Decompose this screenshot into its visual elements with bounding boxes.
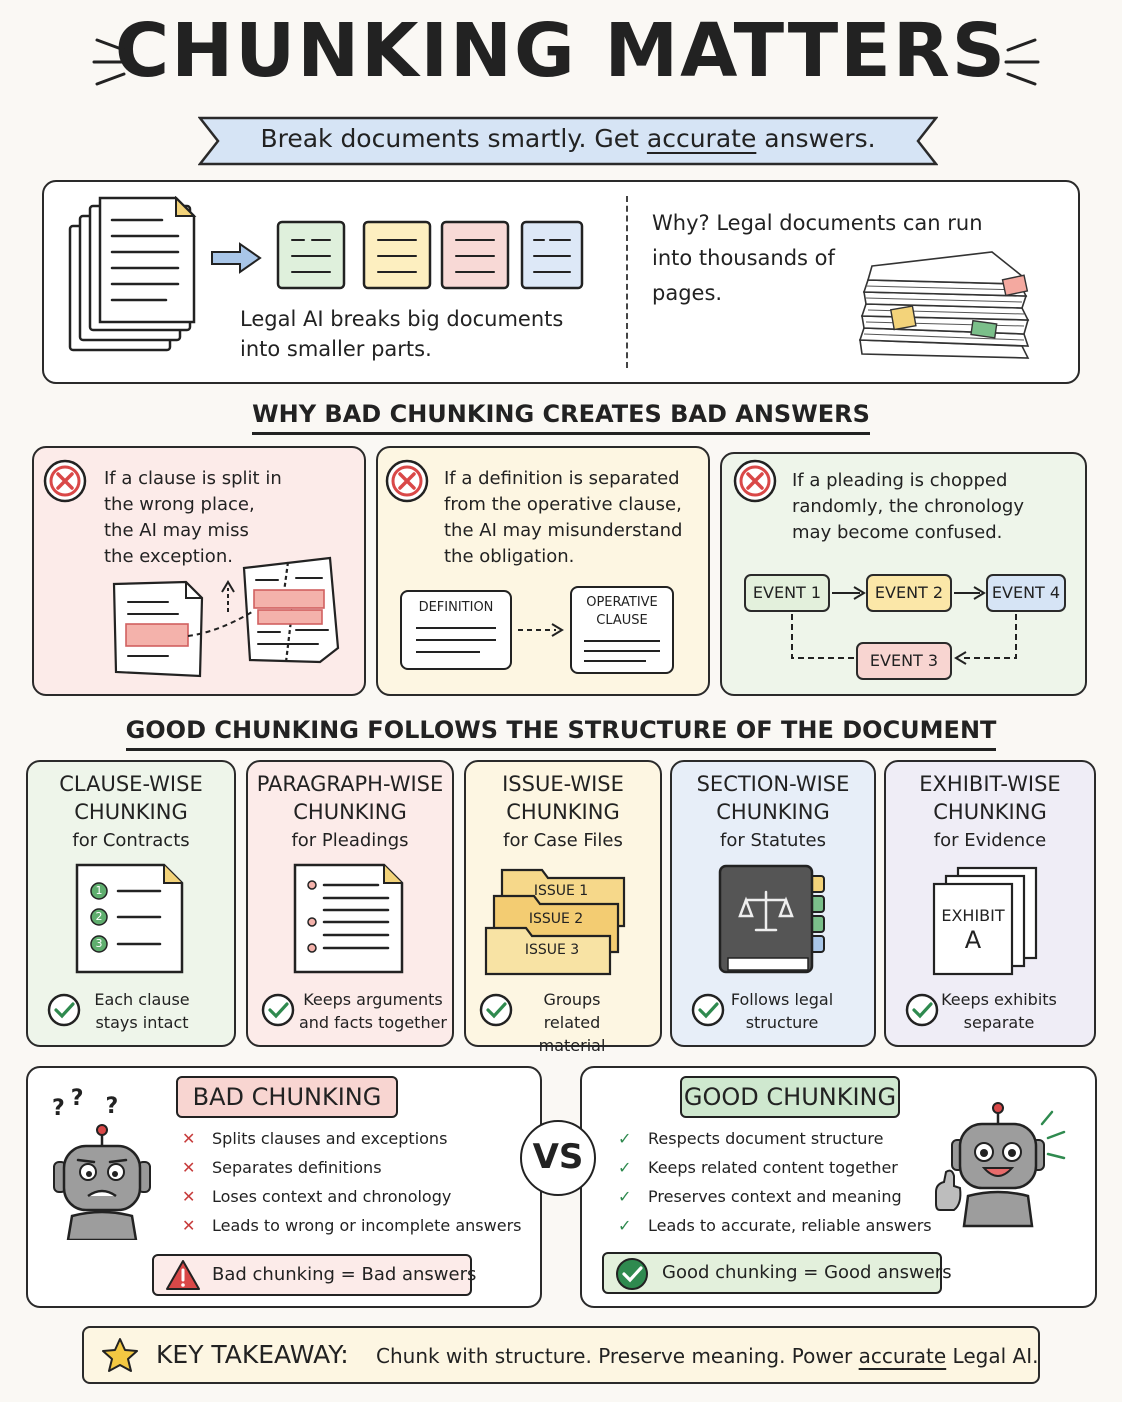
good-item: ✓Preserves context and meaning bbox=[618, 1187, 902, 1206]
vs-badge: VS bbox=[520, 1120, 596, 1196]
check-circle-icon bbox=[261, 993, 295, 1027]
event-3: EVENT 3 bbox=[856, 642, 952, 680]
bad-item: ✕Splits clauses and exceptions bbox=[182, 1129, 448, 1148]
document-stack-icon bbox=[68, 196, 197, 352]
numbered-list-document-icon bbox=[75, 863, 184, 974]
intro-divider bbox=[626, 196, 628, 368]
event-4: EVENT 4 bbox=[986, 574, 1066, 612]
good-item: ✓Keeps related content together bbox=[618, 1158, 898, 1177]
page-title: CHUNKING MATTERS bbox=[114, 8, 1008, 94]
bad-item: ✕Loses context and chronology bbox=[182, 1187, 452, 1206]
good-section-heading: GOOD CHUNKING FOLLOWS THE STRUCTURE OF T… bbox=[0, 716, 1122, 751]
good-card-issue-sub: for Case Files bbox=[503, 830, 623, 851]
bad-item: ✕Separates definitions bbox=[182, 1158, 382, 1177]
bad-chunking-label: BAD CHUNKING bbox=[176, 1076, 398, 1118]
good-card-paragraph-sub: for Pleadings bbox=[291, 830, 409, 851]
check-circle-icon bbox=[691, 993, 725, 1027]
good-item: ✓Leads to accurate, reliable answers bbox=[618, 1216, 932, 1235]
paper-pile-icon bbox=[858, 251, 1030, 359]
split-document-icon bbox=[112, 556, 340, 678]
confused-robot-icon bbox=[53, 1124, 151, 1240]
good-card-clause-sub: for Contracts bbox=[72, 830, 190, 851]
timeline-arrows bbox=[791, 586, 1017, 665]
question-marks: ??? bbox=[52, 1086, 119, 1121]
error-x-icon bbox=[733, 459, 777, 503]
check-circle-icon bbox=[905, 993, 939, 1027]
folder-issue-2: ISSUE 2 bbox=[528, 911, 584, 927]
good-card-section-sub: for Statutes bbox=[720, 830, 826, 851]
check-circle-icon bbox=[479, 993, 513, 1027]
definition-box: DEFINITION bbox=[400, 590, 512, 670]
good-card-exhibit-sub: for Evidence bbox=[933, 830, 1047, 851]
event-2: EVENT 2 bbox=[866, 574, 952, 612]
event-1: EVENT 1 bbox=[744, 574, 830, 612]
star-icon bbox=[102, 1338, 138, 1372]
error-x-icon bbox=[43, 459, 87, 503]
good-summary-text: Good chunking = Good answers bbox=[662, 1262, 952, 1283]
bad-summary-text: Bad chunking = Bad answers bbox=[212, 1264, 477, 1285]
bad-item: ✕Leads to wrong or incomplete answers bbox=[182, 1216, 522, 1235]
folders-icon bbox=[484, 868, 626, 976]
good-chunking-list: ✓Respects document structure ✓Keeps rela… bbox=[618, 1124, 932, 1240]
good-summary bbox=[602, 1252, 942, 1294]
folder-issue-1: ISSUE 1 bbox=[533, 883, 589, 899]
bad-summary bbox=[152, 1254, 472, 1296]
key-takeaway-label: KEY TAKEAWAY: bbox=[156, 1340, 349, 1369]
paragraph-document-icon bbox=[293, 863, 404, 974]
sparkle-right-icon bbox=[1004, 38, 1040, 86]
folder-issue-3: ISSUE 3 bbox=[524, 942, 580, 958]
arrow-right-icon bbox=[211, 242, 262, 274]
warning-icon bbox=[166, 1260, 200, 1290]
good-item: ✓Respects document structure bbox=[618, 1129, 884, 1148]
key-takeaway-text: Chunk with structure. Preserve meaning. … bbox=[376, 1344, 1039, 1368]
check-circle-icon bbox=[47, 993, 81, 1027]
error-x-icon bbox=[385, 459, 429, 503]
subtitle: Break documents smartly. Get accurate an… bbox=[260, 124, 876, 153]
sparkle-left-icon bbox=[92, 38, 128, 86]
good-chunking-label: GOOD CHUNKING bbox=[680, 1076, 900, 1118]
exhibit-document-icon bbox=[932, 866, 1038, 976]
happy-robot-icon bbox=[935, 1102, 1066, 1228]
bad-chunking-list: ✕Splits clauses and exceptions ✕Separate… bbox=[182, 1124, 521, 1240]
key-takeaway-bar bbox=[82, 1326, 1040, 1384]
bad-section-heading: WHY BAD CHUNKING CREATES BAD ANSWERS bbox=[0, 400, 1122, 435]
statute-book-icon bbox=[718, 864, 825, 974]
chunk-cards-icon bbox=[276, 220, 584, 290]
dashed-arrow-icon bbox=[518, 623, 564, 637]
subtitle-ribbon bbox=[198, 116, 938, 166]
check-circle-icon bbox=[616, 1258, 648, 1290]
